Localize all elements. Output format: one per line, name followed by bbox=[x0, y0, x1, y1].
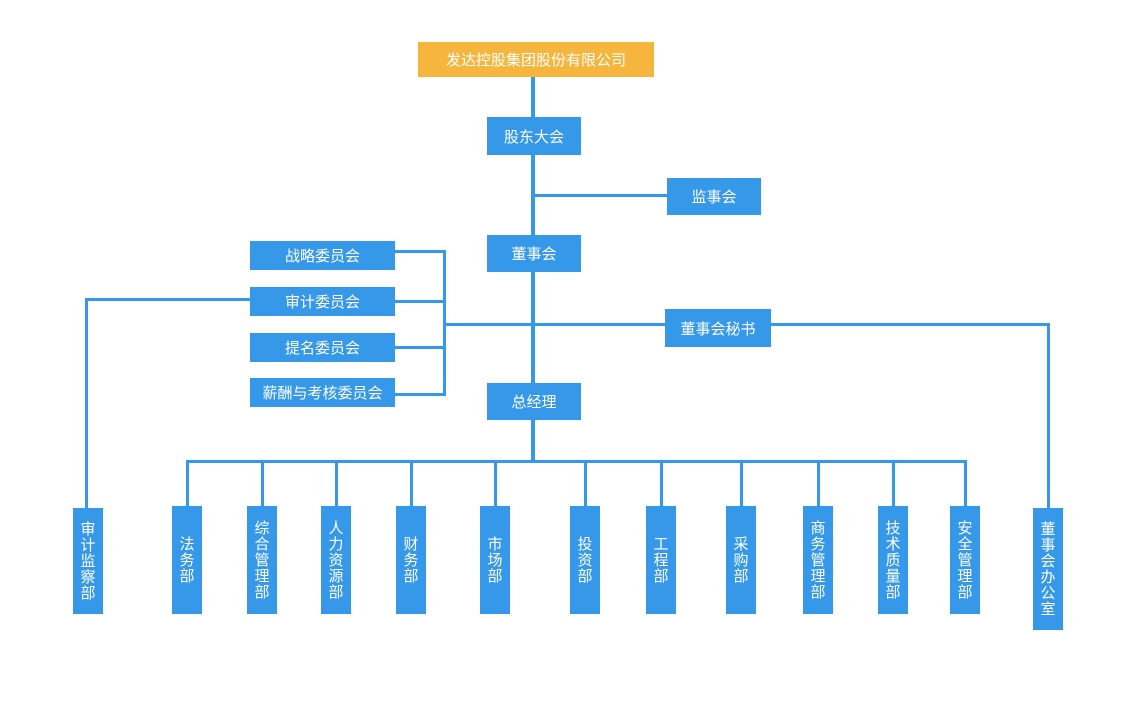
dept-legal: 法务部 bbox=[172, 506, 202, 614]
connector-dept-legal bbox=[186, 460, 189, 508]
connector-committee-4 bbox=[395, 393, 446, 396]
connector-secretary-right bbox=[771, 323, 1050, 326]
dept-finance: 财务部 bbox=[396, 506, 426, 614]
connector-dept-general-admin bbox=[261, 460, 264, 508]
connector-dept-horizontal bbox=[186, 460, 967, 463]
committee-audit: 审计委员会 bbox=[250, 287, 395, 316]
board-secretary: 董事会秘书 bbox=[665, 309, 771, 347]
audit-supervision-dept: 审计监察部 bbox=[73, 508, 103, 614]
connector-board-office-vertical bbox=[1047, 323, 1050, 508]
committee-strategy: 战略委员会 bbox=[250, 241, 395, 270]
root-company: 发达控股集团股份有限公司 bbox=[418, 42, 654, 77]
dept-engineering: 工程部 bbox=[646, 506, 676, 614]
committee-nomination: 提名委员会 bbox=[250, 333, 395, 362]
connector-gm-down bbox=[531, 420, 535, 462]
connector-audit-vertical bbox=[85, 298, 88, 508]
connector-committee-3 bbox=[395, 346, 446, 349]
general-manager: 总经理 bbox=[487, 383, 581, 420]
dept-marketing: 市场部 bbox=[480, 506, 510, 614]
dept-hr: 人力资源部 bbox=[321, 506, 351, 614]
connector-committee-1 bbox=[395, 250, 446, 253]
connector-main-horizontal bbox=[443, 323, 665, 326]
connector-dept-hr bbox=[335, 460, 338, 508]
dept-investment: 投资部 bbox=[570, 506, 600, 614]
dept-business: 商务管理部 bbox=[803, 506, 833, 614]
shareholders-meeting: 股东大会 bbox=[487, 117, 581, 155]
connector-root-to-shareholders bbox=[531, 77, 535, 117]
connector-committee-bracket bbox=[443, 250, 446, 396]
dept-tech-quality: 技术质量部 bbox=[878, 506, 908, 614]
connector-dept-engineering bbox=[660, 460, 663, 508]
board-office: 董事会办公室 bbox=[1033, 508, 1063, 630]
board-of-directors: 董事会 bbox=[487, 235, 581, 272]
connector-supervisory bbox=[533, 194, 667, 197]
supervisory-board: 监事会 bbox=[667, 178, 761, 215]
connector-dept-business bbox=[817, 460, 820, 508]
connector-dept-marketing bbox=[494, 460, 497, 508]
dept-safety: 安全管理部 bbox=[950, 506, 980, 614]
dept-procurement: 采购部 bbox=[726, 506, 756, 614]
connector-dept-investment bbox=[584, 460, 587, 508]
committee-compensation: 薪酬与考核委员会 bbox=[250, 378, 395, 407]
connector-dept-finance bbox=[410, 460, 413, 508]
connector-dept-tech-quality bbox=[892, 460, 895, 508]
connector-dept-safety bbox=[964, 460, 967, 508]
dept-general-admin: 综合管理部 bbox=[247, 506, 277, 614]
connector-audit-horizontal bbox=[85, 298, 250, 301]
connector-committee-2 bbox=[395, 300, 446, 303]
connector-dept-procurement bbox=[740, 460, 743, 508]
connector-board-to-gm bbox=[531, 272, 535, 383]
